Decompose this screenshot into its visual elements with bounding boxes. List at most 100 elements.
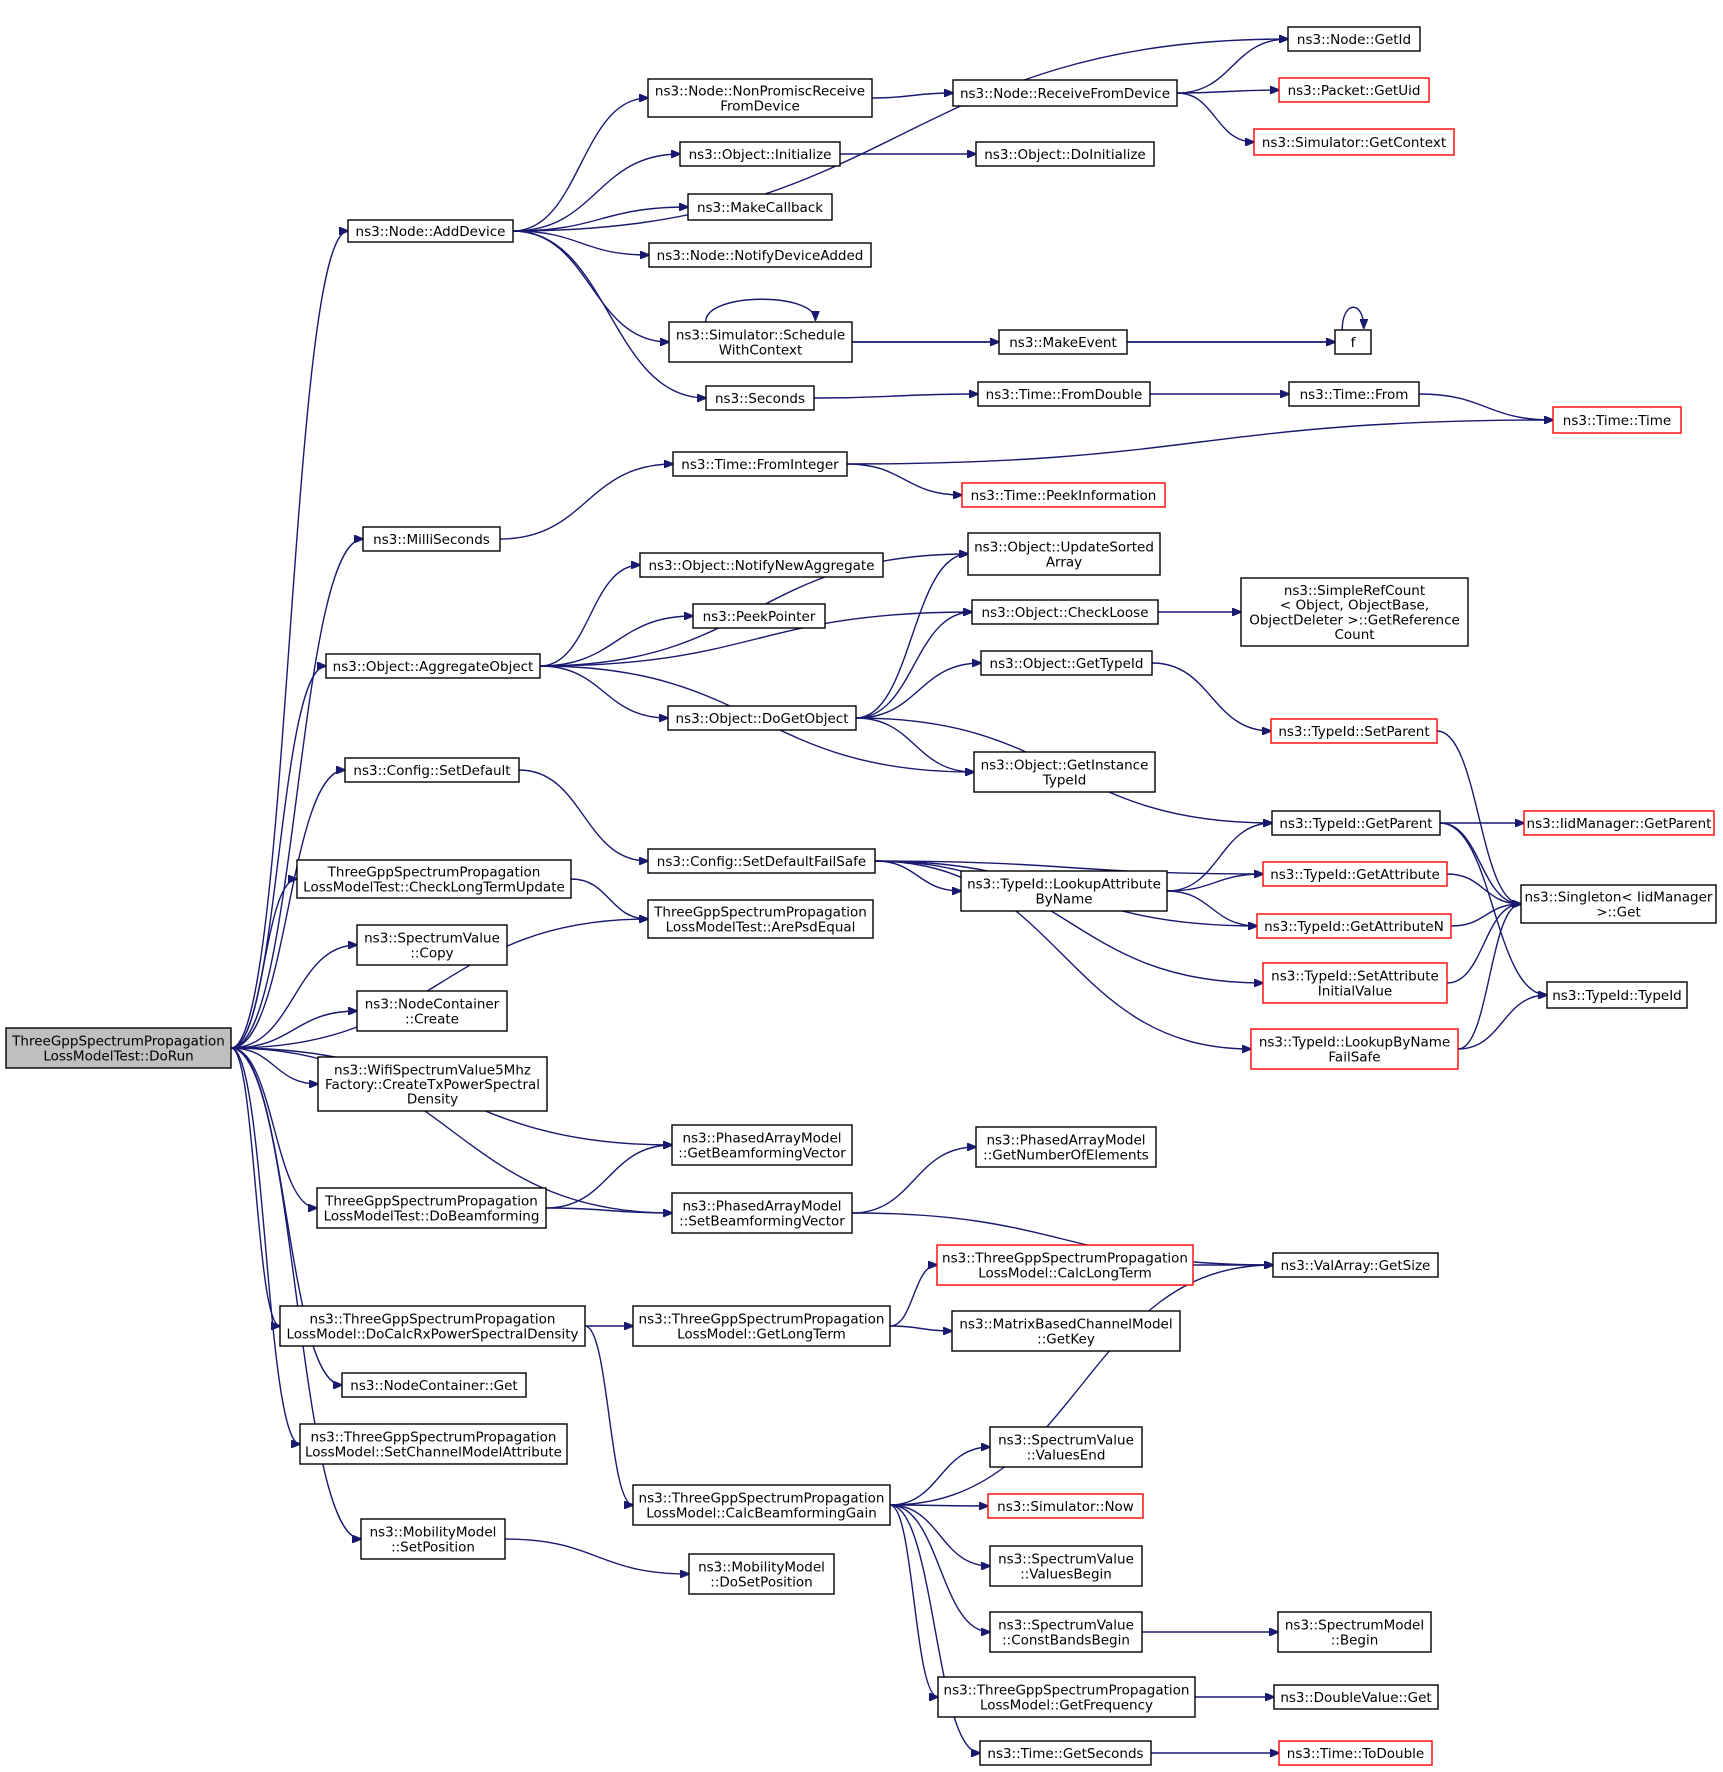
node-f[interactable]: f: [1334, 329, 1372, 355]
node-setbeamformingvector[interactable]: ns3::PhasedArrayModel::SetBeamformingVec…: [671, 1192, 853, 1234]
node-label: Factory::CreateTxPowerSpectral: [325, 1077, 540, 1093]
edge-setbeamformingvector-to-getnumberofelements: [851, 1147, 976, 1214]
node-timepeekinfo[interactable]: ns3::Time::PeekInformation: [961, 482, 1166, 508]
node-timetodouble[interactable]: ns3::Time::ToDouble: [1278, 1740, 1433, 1766]
edge-dorun-to-adddevice: [230, 231, 348, 1049]
node-getnumberofelements[interactable]: ns3::PhasedArrayModel::GetNumberOfElemen…: [975, 1126, 1157, 1168]
node-spectrummodelbegin[interactable]: ns3::SpectrumModel::Begin: [1277, 1611, 1432, 1653]
node-dogetobject[interactable]: ns3::Object::DoGetObject: [667, 705, 857, 731]
node-objgettypeid[interactable]: ns3::Object::GetTypeId: [980, 650, 1153, 676]
edge-timefrominteger-to-timetime: [846, 420, 1553, 465]
node-label: ns3::SpectrumValue: [998, 1552, 1134, 1568]
node-label: FromDevice: [720, 98, 800, 114]
node-matrixgetkey[interactable]: ns3::MatrixBasedChannelModel::GetKey: [951, 1310, 1181, 1352]
edge-schedulewithcontext-to-schedulewithcontext: [704, 298, 816, 323]
node-getbeamformingvector[interactable]: ns3::PhasedArrayModel::GetBeamformingVec…: [671, 1124, 853, 1166]
node-timefromdouble[interactable]: ns3::Time::FromDouble: [977, 381, 1151, 407]
node-valuesbegin[interactable]: ns3::SpectrumValue::ValuesBegin: [989, 1545, 1143, 1587]
node-adddevice[interactable]: ns3::Node::AddDevice: [347, 219, 514, 243]
node-calcbeamforminggain[interactable]: ns3::ThreeGppSpectrumPropagationLossMode…: [632, 1484, 891, 1526]
node-simulatornow[interactable]: ns3::Simulator::Now: [987, 1493, 1144, 1519]
node-setchannelmodelattr[interactable]: ns3::ThreeGppSpectrumPropagationLossMode…: [299, 1423, 568, 1465]
truncated-node-box: [1250, 1028, 1459, 1070]
edge-f-to-f: [1341, 306, 1364, 331]
node-simplerefcount[interactable]: ns3::SimpleRefCount< Object, ObjectBase,…: [1240, 577, 1469, 647]
node-label: ns3::MobilityModel: [698, 1560, 825, 1576]
node-seconds[interactable]: ns3::Seconds: [705, 385, 815, 411]
edge-dorun-to-spectrumvaluecopy: [230, 945, 357, 1049]
node-setdefaultfailsafe[interactable]: ns3::Config::SetDefaultFailSafe: [647, 848, 876, 874]
node-mobilitysetposition[interactable]: ns3::MobilityModel::SetPosition: [360, 1518, 506, 1560]
edge-dorun-to-configsetdefault: [230, 770, 345, 1049]
node-timefrominteger[interactable]: ns3::Time::FromInteger: [672, 451, 848, 477]
node-box: [317, 1056, 548, 1112]
node-label: LossModelTest::ArePsdEqual: [666, 919, 856, 935]
node-timefrom[interactable]: ns3::Time::From: [1288, 381, 1420, 407]
node-packetgetuid[interactable]: ns3::Packet::GetUid: [1278, 77, 1430, 103]
edge-getattributen-to-singletonget: [1450, 904, 1521, 927]
node-checkloose[interactable]: ns3::Object::CheckLoose: [971, 599, 1159, 625]
node-makeevent[interactable]: ns3::MakeEvent: [998, 329, 1128, 355]
node-aggregateobject[interactable]: ns3::Object::AggregateObject: [325, 653, 541, 679]
node-box: [632, 1484, 891, 1526]
node-objdoinitialize[interactable]: ns3::Object::DoInitialize: [975, 141, 1155, 167]
node-box: [977, 381, 1151, 407]
node-timegetseconds[interactable]: ns3::Time::GetSeconds: [979, 1740, 1152, 1766]
node-box: [1334, 329, 1372, 355]
node-receivefromdevice[interactable]: ns3::Node::ReceiveFromDevice: [952, 79, 1178, 107]
node-mobilitydosetposition[interactable]: ns3::MobilityModel::DoSetPosition: [688, 1553, 835, 1595]
edge-receivefromdevice-to-packetgetuid: [1176, 90, 1279, 93]
node-typeidgetparent[interactable]: ns3::TypeId::GetParent: [1271, 810, 1441, 836]
node-label: LossModelTest::DoRun: [43, 1048, 193, 1064]
node-getattributen[interactable]: ns3::TypeId::GetAttributeN: [1256, 913, 1452, 939]
node-nodegetid[interactable]: ns3::Node::GetId: [1287, 26, 1421, 52]
node-label: ns3::Object::CheckLoose: [981, 605, 1148, 621]
node-dobeamforming[interactable]: ThreeGppSpectrumPropagationLossModelTest…: [316, 1187, 547, 1229]
node-timetime[interactable]: ns3::Time::Time: [1552, 406, 1682, 434]
node-label: ns3::Object::Initialize: [689, 147, 832, 163]
node-box: [316, 1187, 547, 1229]
node-box: [989, 1426, 1143, 1468]
node-objinitialize[interactable]: ns3::Object::Initialize: [679, 141, 841, 167]
node-nodecontainerget[interactable]: ns3::NodeContainer::Get: [341, 1372, 527, 1398]
node-wifispectrum[interactable]: ns3::WifiSpectrumValue5MhzFactory::Creat…: [317, 1056, 548, 1112]
node-typeidgetattribute[interactable]: ns3::TypeId::GetAttribute: [1262, 861, 1448, 887]
node-peekpointer[interactable]: ns3::PeekPointer: [692, 603, 826, 629]
node-label: ThreeGppSpectrumPropagation: [11, 1034, 225, 1050]
node-milliseconds[interactable]: ns3::MilliSeconds: [362, 526, 501, 552]
node-makecallback[interactable]: ns3::MakeCallback: [687, 193, 833, 221]
node-typeidtypeid[interactable]: ns3::TypeId::TypeId: [1546, 981, 1688, 1009]
node-valuesend[interactable]: ns3::SpectrumValue::ValuesEnd: [989, 1426, 1143, 1468]
node-label: ns3::Node::NonPromiscReceive: [655, 84, 865, 100]
node-getfrequency[interactable]: ns3::ThreeGppSpectrumPropagationLossMode…: [937, 1676, 1196, 1718]
node-simgetcontext[interactable]: ns3::Simulator::GetContext: [1253, 128, 1455, 156]
node-valarraygetsize[interactable]: ns3::ValArray::GetSize: [1272, 1252, 1439, 1278]
node-label: >::Get: [1596, 904, 1640, 920]
node-getlongterm[interactable]: ns3::ThreeGppSpectrumPropagationLossMode…: [632, 1305, 891, 1347]
node-configsetdefault[interactable]: ns3::Config::SetDefault: [344, 757, 520, 783]
node-spectrumvaluecopy[interactable]: ns3::SpectrumValue::Copy: [356, 924, 508, 966]
node-doublevalueget[interactable]: ns3::DoubleValue::Get: [1273, 1684, 1439, 1710]
node-label: ns3::ThreeGppSpectrumPropagation: [639, 1312, 885, 1328]
node-constbandsbegin[interactable]: ns3::SpectrumValue::ConstBandsBegin: [989, 1611, 1143, 1653]
node-iidmanagergetparent[interactable]: ns3::IidManager::GetParent: [1523, 810, 1715, 836]
node-calclongterm[interactable]: ns3::ThreeGppSpectrumPropagationLossMode…: [936, 1244, 1194, 1286]
node-nodecontainercreate[interactable]: ns3::NodeContainer::Create: [356, 990, 508, 1032]
node-notifydeviceadded[interactable]: ns3::Node::NotifyDeviceAdded: [648, 242, 872, 268]
node-label: LossModel::CalcLongTerm: [978, 1265, 1152, 1281]
node-singletonget[interactable]: ns3::Singleton< IidManager>::Get: [1520, 884, 1717, 924]
node-arepsdequal[interactable]: ThreeGppSpectrumPropagationLossModelTest…: [647, 899, 874, 939]
node-dorun[interactable]: ThreeGppSpectrumPropagationLossModelTest…: [5, 1027, 232, 1069]
node-typeidsetparent[interactable]: ns3::TypeId::SetParent: [1270, 718, 1438, 744]
node-notifynewaggregate[interactable]: ns3::Object::NotifyNewAggregate: [639, 552, 884, 578]
node-docalcrx[interactable]: ns3::ThreeGppSpectrumPropagationLossMode…: [279, 1305, 586, 1347]
node-checklongtermupdate[interactable]: ThreeGppSpectrumPropagationLossModelTest…: [296, 859, 572, 899]
